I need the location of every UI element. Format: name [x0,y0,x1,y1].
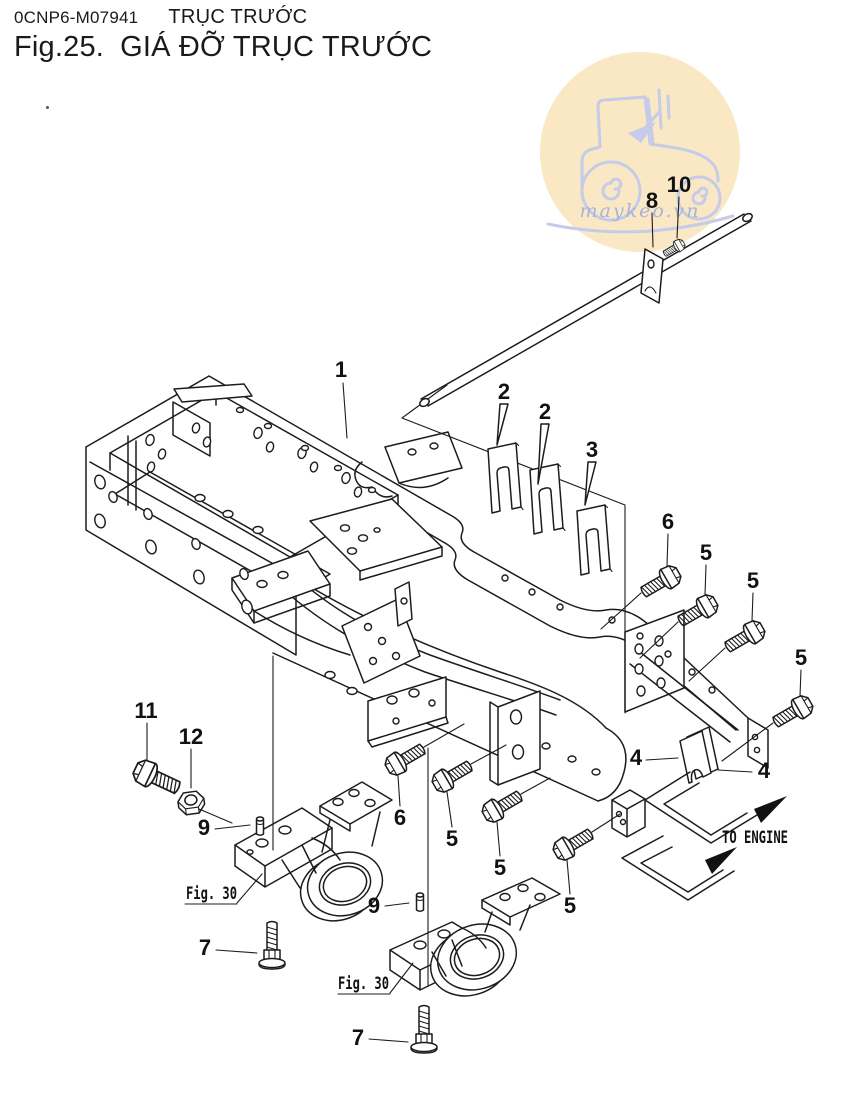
callout-2a: 2 [498,379,510,404]
pin-part-9-right [415,892,425,912]
to-engine-label: TO ENGINE [722,828,788,848]
engine-side-block [611,789,646,838]
axle-support-assembly-right [389,877,561,997]
callout-6-bottom: 6 [394,805,406,830]
callout-8: 8 [646,188,658,213]
callout-labels: 1 2 2 3 8 10 6 5 5 5 6 5 5 5 4 4 11 12 9… [134,172,807,1050]
callout-5-bottom-3: 5 [564,893,576,918]
axle-support-assembly-left [234,781,393,922]
bolt-part-11 [129,755,185,801]
figure-title-line: Fig.25. GIÁ ĐỠ TRỤC TRƯỚC [14,31,432,64]
bolt-part-6-bottom [381,738,430,780]
figure-label: Fig.25. [14,31,105,63]
watermark-circle [540,52,740,252]
callout-9-left: 9 [198,815,210,840]
bolt-part-6-right [636,561,685,603]
bolt-part-5-bottom-2 [478,785,527,827]
callout-12: 12 [179,724,203,749]
callout-10: 10 [667,172,691,197]
callout-9-right: 9 [368,893,380,918]
bolt-part-5-bottom-3 [549,823,598,865]
pin-part-9-left [255,816,265,836]
bolt-part-5-bottom-1 [428,755,477,797]
fig-references: Fig. 30 Fig. 30 [184,884,391,995]
callout-5-right-2: 5 [747,568,759,593]
to-engine-annotation: TO ENGINE [621,771,788,901]
shim-plates [487,442,719,784]
callout-3: 3 [586,437,598,462]
callout-7-left: 7 [199,935,211,960]
page-header: 0CNP6-M07941 TRỤC TRƯỚC Fig.25. GIÁ ĐỠ TR… [14,6,432,64]
to-engine-arrow-lower [705,847,737,874]
watermark-text: maykeo.vn [580,200,701,222]
to-engine-arrow-upper [754,796,787,823]
leader-lines [146,196,802,1043]
callout-2b: 2 [539,399,551,424]
callout-5-right-3: 5 [795,645,807,670]
callout-1: 1 [335,357,347,382]
callout-5-bottom-1: 5 [446,826,458,851]
section-title: TRỤC TRƯỚC [168,6,308,28]
callout-5-bottom-2: 5 [494,855,506,880]
bolt-part-7-left [258,920,286,970]
stray-dot [46,106,49,109]
bolt-part-5-right-2 [720,616,769,658]
tractor-icon [546,88,735,234]
nut-part-12 [176,789,207,817]
frame-holes [94,406,716,776]
document-code: 0CNP6-M07941 [14,8,139,27]
figure-title: GIÁ ĐỠ TRỤC TRƯỚC [120,31,433,63]
callout-4-right: 4 [758,758,771,783]
callout-5-right-1: 5 [700,540,712,565]
watermark: maykeo.vn [540,52,740,252]
bolt-part-7-right [410,1004,438,1054]
alignment-lines [272,655,429,986]
fig30-ref-right: Fig. 30 [338,974,389,994]
callout-6-right: 6 [662,509,674,534]
fig30-ref-left: Fig. 30 [186,884,237,904]
callout-7-right: 7 [352,1025,364,1050]
callout-4-left: 4 [630,745,643,770]
stay-rod [419,212,753,408]
rod-bracket [640,248,664,304]
bolt-part-5-right-3 [768,691,817,733]
callout-11: 11 [134,698,157,723]
